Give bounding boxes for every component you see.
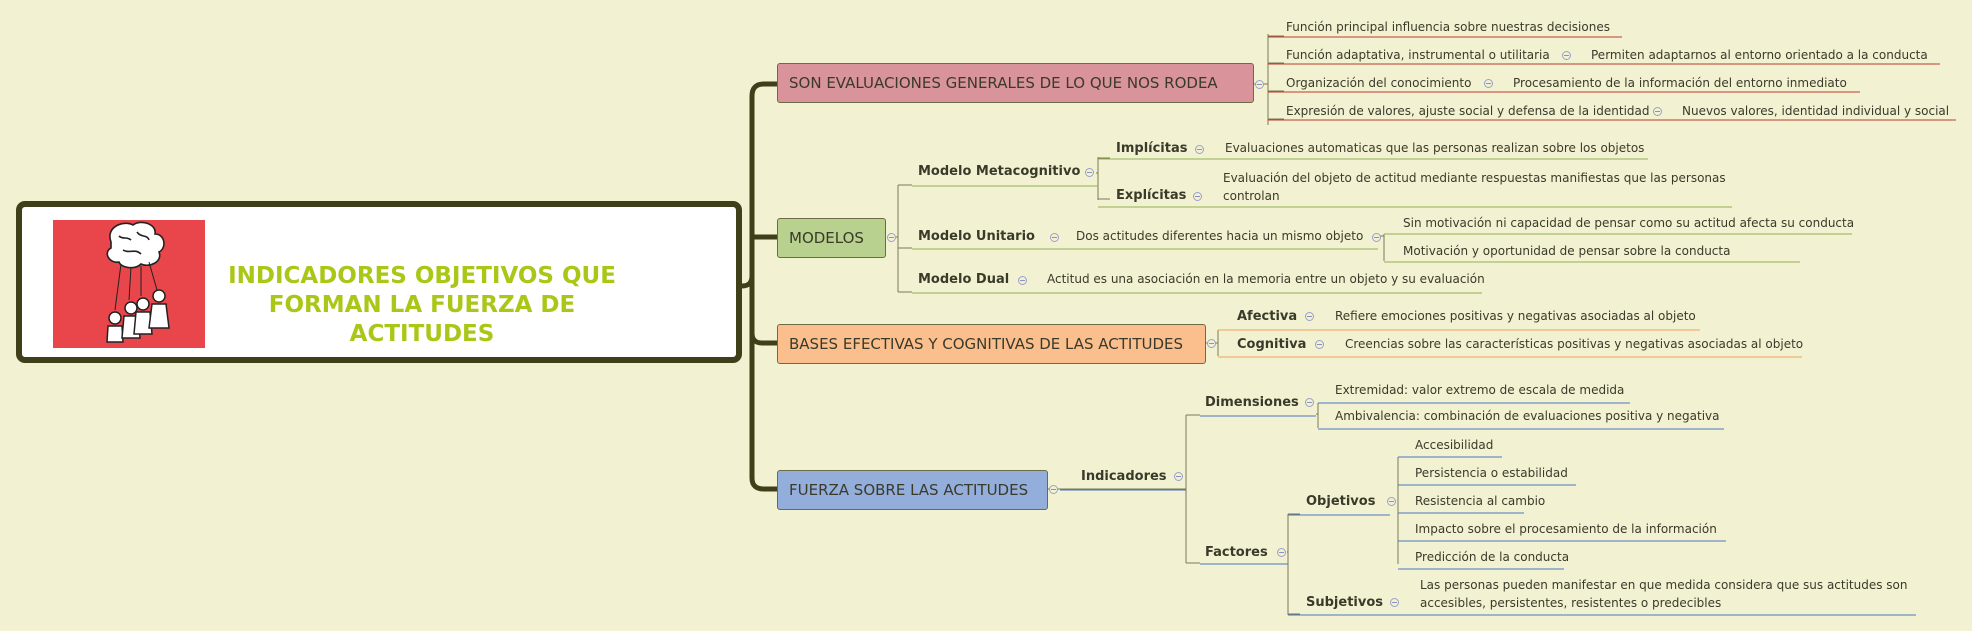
node-procesamiento[interactable]: Procesamiento de la información del ento… xyxy=(1513,76,1847,90)
node-expresion-valores[interactable]: Expresión de valores, ajuste social y de… xyxy=(1286,104,1650,118)
branch-label: BASES EFECTIVAS Y COGNITIVAS DE LAS ACTI… xyxy=(789,335,1184,353)
collapse-toggle-icon[interactable] xyxy=(1387,497,1396,506)
node-motivacion-oportunidad[interactable]: Motivación y oportunidad de pensar sobre… xyxy=(1403,244,1731,258)
collapse-toggle-icon[interactable] xyxy=(1195,145,1204,154)
node-objetivos[interactable]: Objetivos xyxy=(1306,494,1376,509)
collapse-toggle-icon[interactable] xyxy=(1018,276,1027,285)
collapse-toggle-icon[interactable] xyxy=(1372,233,1381,242)
collapse-toggle-icon[interactable] xyxy=(1484,79,1493,88)
branch-modelos[interactable]: MODELOS xyxy=(777,218,886,258)
node-dos-actitudes[interactable]: Dos actitudes diferentes hacia un mismo … xyxy=(1076,229,1364,243)
node-modelo-unitario[interactable]: Modelo Unitario xyxy=(918,229,1035,244)
central-topic[interactable]: INDICADORES OBJETIVOS QUE FORMAN LA FUER… xyxy=(16,201,742,363)
node-cognitiva[interactable]: Cognitiva xyxy=(1237,337,1307,352)
collapse-toggle-icon[interactable] xyxy=(1653,107,1662,116)
node-refiere-emociones[interactable]: Refiere emociones positivas y negativas … xyxy=(1335,309,1696,323)
collapse-toggle-icon[interactable] xyxy=(1305,312,1314,321)
collapse-toggle-icon[interactable] xyxy=(1049,485,1058,494)
node-organizacion[interactable]: Organización del conocimiento xyxy=(1286,76,1472,90)
node-extremidad[interactable]: Extremidad: valor extremo de escala de m… xyxy=(1335,383,1625,397)
node-modelo-dual[interactable]: Modelo Dual xyxy=(918,272,1010,287)
node-implicitas[interactable]: Implícitas xyxy=(1116,141,1188,156)
node-actitud-asociacion[interactable]: Actitud es una asociación en la memoria … xyxy=(1047,272,1485,286)
branch-fuerza[interactable]: FUERZA SOBRE LAS ACTITUDES xyxy=(777,470,1048,510)
node-resistencia[interactable]: Resistencia al cambio xyxy=(1415,494,1546,508)
node-funcion-principal[interactable]: Función principal influencia sobre nuest… xyxy=(1286,20,1610,34)
node-modelo-metacognitivo[interactable]: Modelo Metacognitivo xyxy=(918,164,1081,179)
collapse-toggle-icon[interactable] xyxy=(1562,51,1571,60)
node-persistencia[interactable]: Persistencia o estabilidad xyxy=(1415,466,1568,480)
node-impacto[interactable]: Impacto sobre el procesamiento de la inf… xyxy=(1415,522,1717,536)
node-creencias[interactable]: Creencias sobre las características posi… xyxy=(1345,337,1804,351)
node-afectiva[interactable]: Afectiva xyxy=(1237,309,1298,324)
collapse-toggle-icon[interactable] xyxy=(1315,340,1324,349)
node-accesibilidad[interactable]: Accesibilidad xyxy=(1415,438,1494,452)
collapse-toggle-icon[interactable] xyxy=(1277,548,1286,557)
collapse-toggle-icon[interactable] xyxy=(1050,233,1059,242)
collapse-toggle-icon[interactable] xyxy=(1174,472,1183,481)
branch-evaluaciones[interactable]: SON EVALUACIONES GENERALES DE LO QUE NOS… xyxy=(777,63,1254,103)
branch-label: FUERZA SOBRE LAS ACTITUDES xyxy=(789,481,1029,499)
collapse-toggle-icon[interactable] xyxy=(1085,168,1094,177)
node-sin-motivacion[interactable]: Sin motivación ni capacidad de pensar co… xyxy=(1403,216,1855,230)
node-permiten-adaptarnos[interactable]: Permiten adaptarnos al entorno orientado… xyxy=(1591,48,1928,62)
brain-puppeteer-illustration xyxy=(53,220,205,348)
collapse-toggle-icon[interactable] xyxy=(1193,192,1202,201)
collapse-toggle-icon[interactable] xyxy=(1207,339,1216,348)
node-ambivalencia[interactable]: Ambivalencia: combinación de evaluacione… xyxy=(1335,409,1720,423)
node-subjetivos[interactable]: Subjetivos xyxy=(1306,595,1384,610)
collapse-toggle-icon[interactable] xyxy=(1390,598,1399,607)
node-explicitas[interactable]: Explícitas xyxy=(1116,188,1187,203)
branch-bases[interactable]: BASES EFECTIVAS Y COGNITIVAS DE LAS ACTI… xyxy=(777,324,1206,364)
central-topic-title: INDICADORES OBJETIVOS QUE FORMAN LA FUER… xyxy=(228,263,616,347)
node-evaluacion-objeto[interactable]: Evaluación del objeto de actitud mediant… xyxy=(1223,171,1726,203)
node-funcion-adaptativa[interactable]: Función adaptativa, instrumental o utili… xyxy=(1286,48,1550,62)
node-nuevos-valores[interactable]: Nuevos valores, identidad individual y s… xyxy=(1682,104,1950,118)
node-prediccion[interactable]: Predicción de la conducta xyxy=(1415,550,1570,564)
node-indicadores[interactable]: Indicadores xyxy=(1081,469,1167,484)
branch-label: MODELOS xyxy=(789,229,864,247)
node-evaluaciones-automaticas[interactable]: Evaluaciones automaticas que las persona… xyxy=(1225,141,1645,155)
node-dimensiones[interactable]: Dimensiones xyxy=(1205,395,1299,410)
collapse-toggle-icon[interactable] xyxy=(887,233,896,242)
node-factores[interactable]: Factores xyxy=(1205,545,1268,560)
collapse-toggle-icon[interactable] xyxy=(1305,398,1314,407)
node-las-personas[interactable]: Las personas pueden manifestar en que me… xyxy=(1420,578,1908,610)
branch-label: SON EVALUACIONES GENERALES DE LO QUE NOS… xyxy=(789,74,1218,92)
collapse-toggle-icon[interactable] xyxy=(1255,80,1264,89)
